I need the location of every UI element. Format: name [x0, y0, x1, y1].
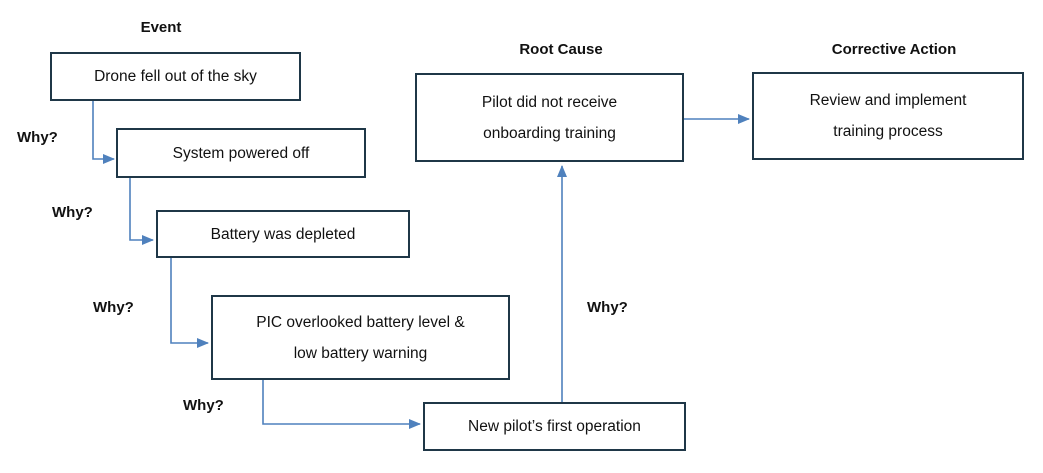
root-cause-text-line2: onboarding training	[483, 124, 616, 142]
why3-answer-text-line1: PIC overlooked battery level &	[256, 313, 465, 331]
root-cause-column-header: Root Cause	[519, 41, 603, 58]
why4-answer-text: New pilot’s first operation	[468, 418, 641, 435]
event-box-text: Drone fell out of the sky	[94, 68, 257, 85]
event-column-header: Event	[140, 19, 182, 36]
arrow-why2-to-why3	[170, 258, 209, 348]
root-cause-text-line1: Pilot did not receive	[481, 93, 618, 111]
why3-answer-text-line2: low battery warning	[293, 344, 428, 362]
why1-answer-box: System powered off	[116, 128, 366, 178]
why-label-4: Why?	[183, 397, 224, 414]
corrective-action-box: Review and implement training process	[752, 72, 1024, 160]
arrow-why3-to-why4	[262, 380, 421, 429]
why-label-2: Why?	[52, 204, 93, 221]
why2-answer-box: Battery was depleted	[156, 210, 410, 258]
why-label-3: Why?	[93, 299, 134, 316]
why3-answer-box: PIC overlooked battery level & low batte…	[211, 295, 510, 380]
corrective-action-text-line1: Review and implement	[809, 92, 967, 109]
why2-answer-text: Battery was depleted	[210, 225, 356, 243]
arrow-event-to-why1	[92, 101, 115, 164]
arrow-why1-to-why2	[129, 178, 154, 245]
why1-answer-text: System powered off	[172, 144, 310, 162]
why-label-5: Why?	[587, 299, 628, 316]
root-cause-box: Pilot did not receive onboarding trainin…	[415, 73, 684, 162]
why-label-1: Why?	[17, 129, 58, 146]
corrective-action-column-header: Corrective Action	[831, 41, 957, 58]
why4-answer-box: New pilot’s first operation	[423, 402, 686, 451]
event-box: Drone fell out of the sky	[50, 52, 301, 101]
corrective-action-text-line2: training process	[833, 123, 943, 140]
